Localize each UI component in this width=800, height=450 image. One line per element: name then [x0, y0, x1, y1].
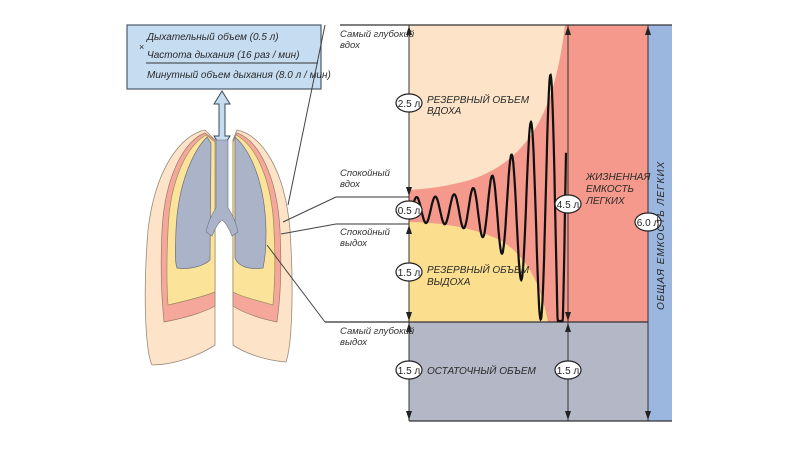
vital-capacity-label-1: ЖИЗНЕННАЯ — [585, 172, 650, 183]
deepest-inhale-label-1: Самый глубокий — [340, 29, 415, 40]
value-pill-vital-capacity: 4.5 л — [554, 194, 582, 214]
leader-line-deepest-exhale — [266, 244, 326, 323]
leader-line-quiet-inhale — [282, 196, 337, 223]
multiply-sign: × — [139, 42, 144, 52]
vital-capacity-label-2: ЕМКОСТЬ — [586, 184, 634, 195]
deepest-exhale-label-1: Самый глубокий — [340, 326, 415, 337]
inspiratory-reserve-region — [409, 25, 565, 190]
value-pill-total-capacity: 6.0 л — [634, 212, 662, 232]
lungs-illustration — [144, 129, 293, 366]
residual-volume-label: ОСТАТОЧНЫЙ ОБЪЕМ — [427, 364, 537, 377]
quiet-inhale-label-1: Спокойный — [340, 168, 391, 179]
svg-text:4.5 л: 4.5 л — [557, 200, 580, 211]
value-pill-residual-right: 1.5 л — [554, 360, 582, 380]
value-pill-residual: 1.5 л — [395, 360, 423, 380]
leader-line-deepest-inhale — [287, 24, 326, 206]
quiet-inhale-label-2: вдох — [340, 179, 361, 190]
volume-graph: 2.5 л 0.5 л 1.5 л 1.5 л 4.5 л 1.5 л 6.0 … — [325, 24, 672, 422]
expiratory-reserve-label-1: РЕЗЕРВНЫЙ ОБЪЕМ — [427, 263, 530, 276]
svg-text:1.5 л: 1.5 л — [398, 268, 421, 279]
left-lung-core — [174, 136, 212, 269]
respiratory-rate-text: Частота дыхания (16 раз / мин) — [147, 50, 300, 61]
formula-box-background — [126, 24, 322, 90]
deepest-exhale-label-2: выдох — [340, 337, 368, 348]
right-lung-core — [234, 136, 267, 269]
arrowheads — [406, 26, 651, 420]
value-pill-expiratory-reserve: 1.5 л — [395, 262, 423, 282]
svg-text:6.0 л: 6.0 л — [637, 218, 660, 229]
svg-text:2.5 л: 2.5 л — [398, 99, 421, 110]
tidal-volume-text: Дыхательный объем (0.5 л) — [146, 31, 279, 43]
breathing-waveform — [410, 73, 568, 323]
expiratory-reserve-label-2: ВЫДОХА — [427, 277, 471, 288]
residual-volume-region — [409, 322, 648, 421]
minute-volume-text: Минутный объем дыхания (8.0 л / мин) — [147, 69, 331, 81]
deepest-inhale-label-2: вдох — [340, 40, 361, 51]
svg-text:0.5 л: 0.5 л — [398, 206, 421, 217]
inspiratory-reserve-label-2: ВДОХА — [427, 106, 462, 117]
inspiratory-reserve-label-1: РЕЗЕРВНЫЙ ОБЪЕМ — [427, 93, 530, 106]
value-pill-inspiratory-reserve: 2.5 л — [395, 93, 423, 113]
leader-line-quiet-exhale — [280, 223, 337, 235]
svg-text:1.5 л: 1.5 л — [398, 366, 421, 377]
leader-lines — [266, 24, 337, 323]
trachea — [205, 139, 239, 237]
quiet-exhale-label-2: выдох — [340, 238, 368, 249]
total-capacity-label: ОБЩАЯ ЕМКОСТЬ ЛЕГКИХ — [656, 161, 667, 310]
value-pill-tidal: 0.5 л — [395, 200, 423, 220]
svg-text:1.5 л: 1.5 л — [557, 366, 580, 377]
vital-capacity-label-3: ЛЕГКИХ — [585, 196, 625, 207]
formula-box: Дыхательный объем (0.5 л) × Частота дыха… — [126, 24, 331, 90]
level-labels: Самый глубокий вдох Спокойный вдох Споко… — [340, 29, 415, 348]
quiet-exhale-label-1: Спокойный — [340, 227, 391, 238]
expiratory-reserve-region — [409, 222, 548, 322]
